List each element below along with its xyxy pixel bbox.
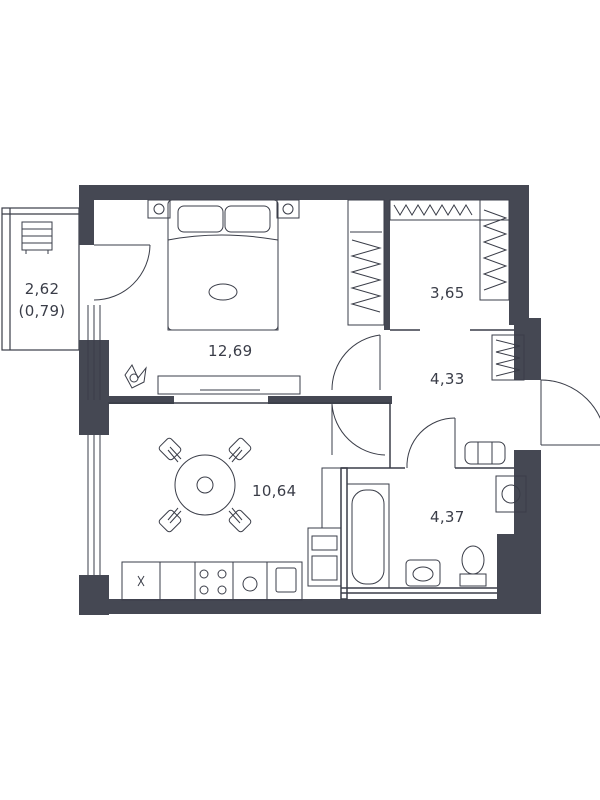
balcony-chair-icon [21, 221, 53, 254]
closet-area: 3,65 [430, 284, 465, 302]
nightstand-right-icon [276, 199, 300, 219]
fridge-icon [307, 527, 342, 587]
toilet-icon [459, 545, 487, 587]
bed-icon [167, 199, 279, 331]
bedroom-area: 12,69 [208, 342, 253, 360]
dining-table-icon [158, 437, 252, 533]
door-swings [93, 244, 600, 469]
towel-dryer-icon [464, 441, 506, 465]
walls [79, 185, 541, 615]
balcony-reduced-area: (0,79) [18, 302, 66, 320]
kitchen-living-area: 10,64 [252, 482, 297, 500]
balcony [1, 207, 80, 351]
sink-icon [405, 559, 441, 587]
tv-stand-icon [157, 375, 301, 395]
balcony-area: 2,62 [24, 280, 60, 298]
hallway-area: 4,33 [430, 370, 465, 388]
balcony-area-label: 2,62 (0,79) [12, 278, 72, 322]
plant-icon [124, 364, 147, 389]
wardrobe-icon [347, 199, 385, 326]
nightstand-left-icon [147, 199, 171, 219]
bathtub-icon [346, 483, 390, 589]
kitchen-column-icon [321, 467, 342, 529]
left-windows [87, 305, 101, 575]
bathroom-area: 4,37 [430, 508, 465, 526]
washing-machine-icon [495, 475, 527, 513]
kitchen-counter-icon [121, 561, 303, 601]
closet-shelves-icon [389, 199, 510, 301]
hall-shelf-icon [491, 334, 525, 381]
